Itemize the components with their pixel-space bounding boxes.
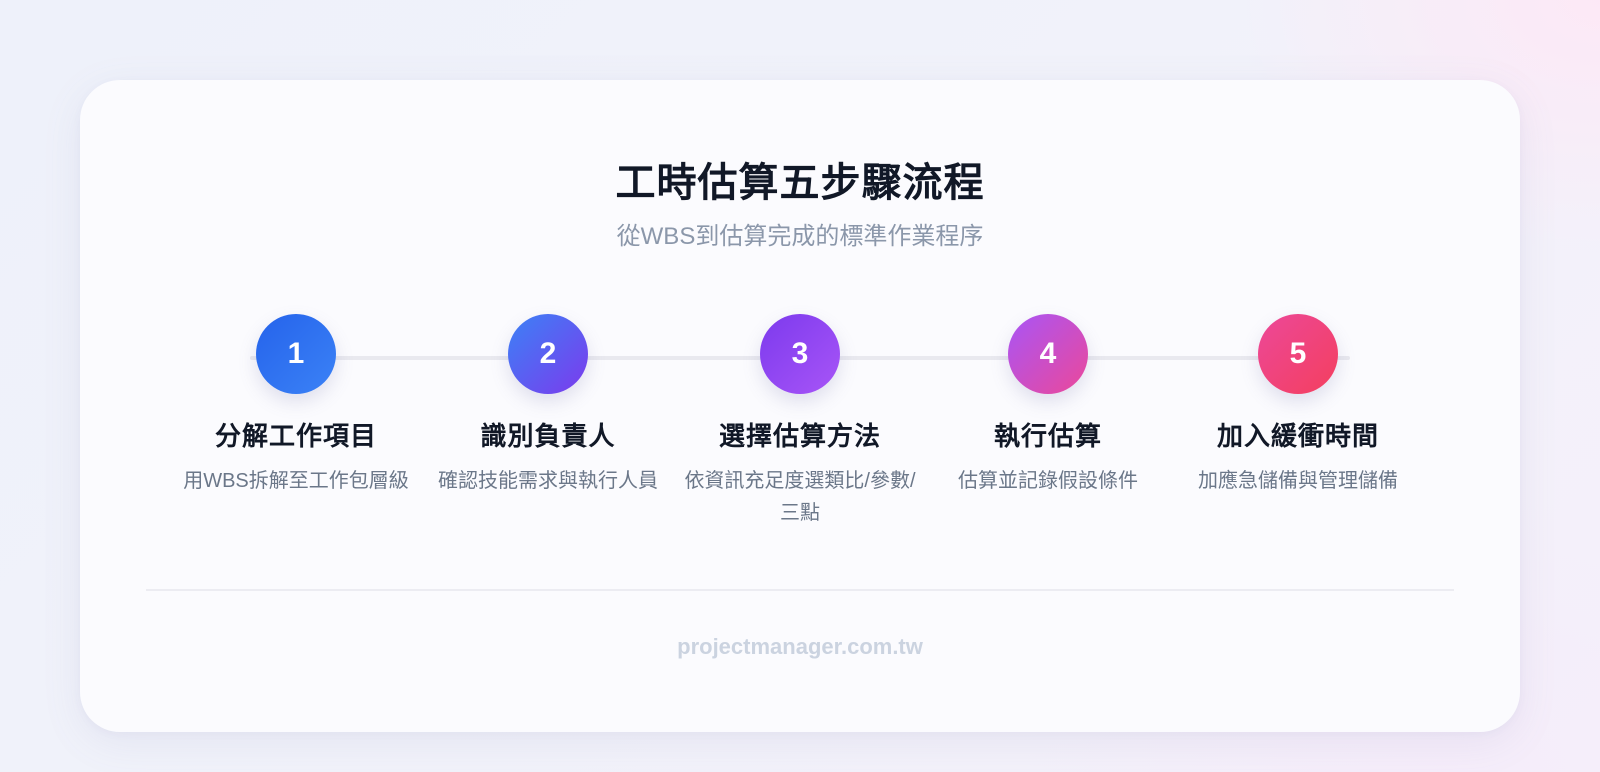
step-number-badge: 3 [760, 314, 840, 394]
step-title: 分解工作項目 [214, 421, 377, 451]
step-number: 5 [1289, 337, 1307, 370]
step-title: 識別負責人 [480, 421, 616, 451]
page-subtitle: 從WBS到估算完成的標準作業程序 [616, 223, 984, 250]
step-2: 2 識別負責人 確認技能需求與執行人員 [423, 314, 673, 497]
step-number: 3 [791, 337, 809, 370]
step-description: 確認技能需求與執行人員 [438, 470, 658, 492]
process-card: 工時估算五步驟流程 從WBS到估算完成的標準作業程序 1 分解工作項目 用WBS… [80, 80, 1520, 732]
step-number: 2 [539, 337, 557, 370]
step-3: 3 選擇估算方法 依資訊充足度選類比/參數/三點 [675, 314, 925, 529]
step-description: 依資訊充足度選類比/參數/三點 [684, 470, 916, 524]
step-4: 4 執行估算 估算並記錄假設條件 [923, 314, 1173, 497]
step-description: 用WBS拆解至工作包層級 [183, 470, 409, 492]
step-number-badge: 4 [1008, 314, 1088, 394]
step-5: 5 加入緩衝時間 加應急儲備與管理儲備 [1173, 314, 1423, 497]
step-number-badge: 2 [508, 314, 588, 394]
step-title: 加入緩衝時間 [1216, 421, 1379, 451]
step-title: 執行估算 [993, 421, 1102, 451]
step-description: 加應急儲備與管理儲備 [1198, 470, 1398, 492]
step-number: 1 [287, 337, 305, 370]
page-title: 工時估算五步驟流程 [615, 161, 985, 205]
step-description: 估算並記錄假設條件 [958, 470, 1138, 492]
step-number-badge: 5 [1258, 314, 1338, 394]
step-number-badge: 1 [256, 314, 336, 394]
step-title: 選擇估算方法 [718, 421, 881, 451]
step-number: 4 [1039, 337, 1057, 370]
footer-divider [146, 589, 1454, 591]
step-1: 1 分解工作項目 用WBS拆解至工作包層級 [171, 314, 421, 497]
footer-site-url: projectmanager.com.tw [677, 634, 923, 659]
